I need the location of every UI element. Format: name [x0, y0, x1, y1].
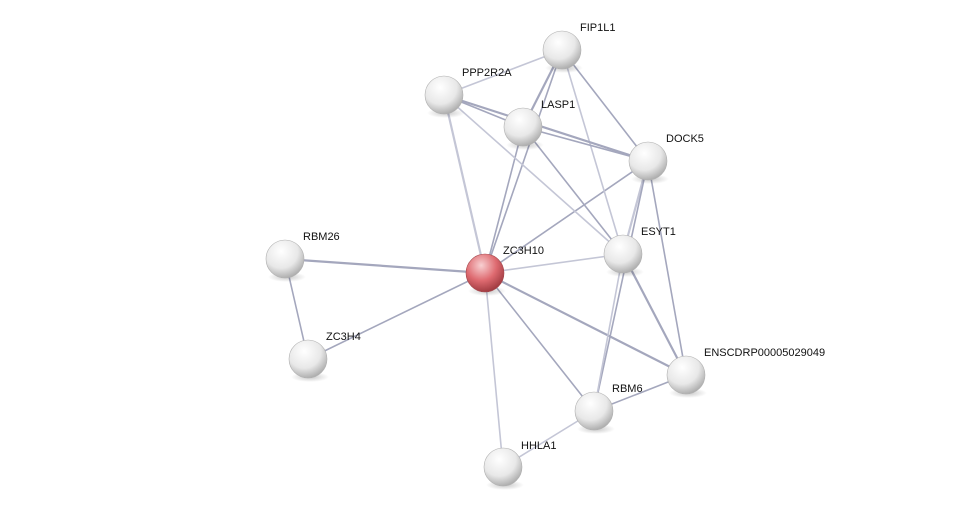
- node-label: FIP1L1: [580, 22, 615, 34]
- node-enscdrp[interactable]: ENSCDRP00005029049: [666, 347, 825, 398]
- node-circle[interactable]: [465, 253, 505, 293]
- edges-layer: [284, 49, 687, 468]
- edge-zc3h10-hhla1: [484, 272, 504, 468]
- node-label: ZC3H10: [503, 245, 544, 257]
- node-label: ZC3H4: [326, 331, 361, 343]
- node-label: ENSCDRP00005029049: [704, 347, 825, 359]
- edge-zc3h10-dock5: [484, 160, 649, 274]
- edge-zc3h10-enscdrp: [484, 272, 687, 376]
- node-circle[interactable]: [265, 239, 305, 279]
- node-label: RBM26: [303, 231, 340, 243]
- edge-zc3h10-rbm6: [484, 272, 595, 412]
- node-label: DOCK5: [666, 133, 704, 145]
- node-zc3h10[interactable]: ZC3H10: [465, 245, 544, 296]
- node-label: RBM6: [612, 383, 643, 395]
- node-circle[interactable]: [424, 75, 464, 115]
- node-circle[interactable]: [483, 447, 523, 487]
- node-ppp2r2a[interactable]: PPP2R2A: [424, 67, 512, 118]
- node-hhla1[interactable]: HHLA1: [483, 440, 556, 490]
- edge-zc3h10-rbm26: [284, 257, 486, 275]
- node-circle[interactable]: [666, 355, 706, 395]
- edge-zc3h10-zc3h4: [307, 272, 486, 360]
- node-lasp1[interactable]: LASP1: [503, 99, 575, 150]
- edge-dock5-rbm6: [593, 160, 649, 412]
- edge-zc3h10-esyt1: [484, 253, 624, 274]
- node-label: PPP2R2A: [462, 67, 512, 79]
- node-label: LASP1: [541, 99, 575, 111]
- edge-fip1l1-ppp2r2a: [443, 49, 563, 96]
- node-rbm26[interactable]: RBM26: [265, 231, 340, 282]
- node-esyt1[interactable]: ESYT1: [603, 226, 676, 277]
- edge-lasp1-dock5: [522, 126, 649, 162]
- node-label: HHLA1: [521, 440, 556, 452]
- edge-fip1l1-esyt1: [561, 49, 624, 255]
- node-fip1l1[interactable]: FIP1L1: [542, 22, 615, 73]
- node-circle[interactable]: [542, 30, 582, 70]
- node-label: ESYT1: [641, 226, 676, 238]
- node-circle[interactable]: [603, 234, 643, 274]
- edge-zc3h10-fip1l1: [484, 49, 563, 274]
- node-circle[interactable]: [574, 391, 614, 431]
- edge-esyt1-rbm6: [593, 253, 624, 412]
- edge-zc3h10-ppp2r2a: [442, 94, 487, 274]
- node-rbm6[interactable]: RBM6: [574, 383, 643, 434]
- edge-ppp2r2a-esyt1: [443, 94, 624, 255]
- edge-zc3h10-lasp1: [484, 126, 524, 274]
- node-zc3h4[interactable]: ZC3H4: [288, 331, 361, 382]
- edge-ppp2r2a-dock5: [443, 93, 649, 163]
- node-circle[interactable]: [288, 339, 328, 379]
- node-dock5[interactable]: DOCK5: [628, 133, 704, 184]
- node-circle[interactable]: [628, 141, 668, 181]
- node-circle[interactable]: [503, 107, 543, 147]
- edge-dock5-enscdrp: [647, 160, 687, 376]
